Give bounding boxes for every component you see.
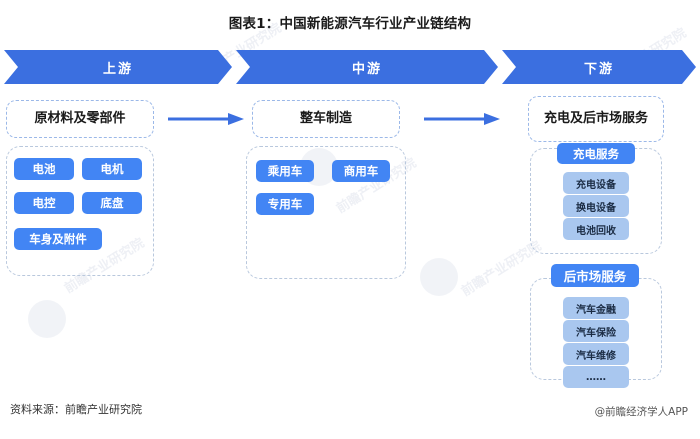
stage-banner-downstream: 下游 [502,50,696,84]
item-aftermarket-1[interactable]: 汽车保险 [563,320,629,342]
watermark-logo-icon [420,258,458,296]
item-upstream-1[interactable]: 电机 [82,158,142,180]
item-aftermarket-0[interactable]: 汽车金融 [563,297,629,319]
group-container-midstream [246,146,406,279]
arrow-midstream-to-downstream-icon [424,111,500,130]
column-header-midstream: 整车制造 [252,100,400,138]
item-upstream-2[interactable]: 电控 [14,192,74,214]
watermark-logo-icon [28,300,66,338]
group-title-charging-services[interactable]: 充电服务 [557,143,635,164]
item-aftermarket-2[interactable]: 汽车维修 [563,343,629,365]
column-header-upstream: 原材料及零部件 [6,100,154,138]
arrow-upstream-to-midstream-icon [168,111,244,130]
stage-banner-upstream: 上游 [4,50,232,84]
group-title-aftermarket-services[interactable]: 后市场服务 [551,264,639,287]
item-upstream-0[interactable]: 电池 [14,158,74,180]
item-charging-1[interactable]: 换电设备 [563,195,629,217]
item-charging-0[interactable]: 充电设备 [563,172,629,194]
item-charging-2[interactable]: 电池回收 [563,218,629,240]
item-midstream-2[interactable]: 专用车 [256,193,314,215]
attribution-label: @前瞻经济学人APP [594,406,688,418]
item-aftermarket-3[interactable]: …… [563,366,629,388]
stage-banner-midstream: 中游 [236,50,498,84]
item-upstream-3[interactable]: 底盘 [82,192,142,214]
column-header-downstream: 充电及后市场服务 [528,96,664,142]
stage-banner-row: 上游 中游 下游 [0,50,700,84]
source-note: 资料来源：前瞻产业研究院 [10,403,142,416]
page-title: 图表1：中国新能源汽车行业产业链结构 [228,16,472,32]
group-container-upstream [6,146,154,276]
item-midstream-1[interactable]: 商用车 [332,160,390,182]
item-upstream-4[interactable]: 车身及附件 [14,228,102,250]
item-midstream-0[interactable]: 乘用车 [256,160,314,182]
